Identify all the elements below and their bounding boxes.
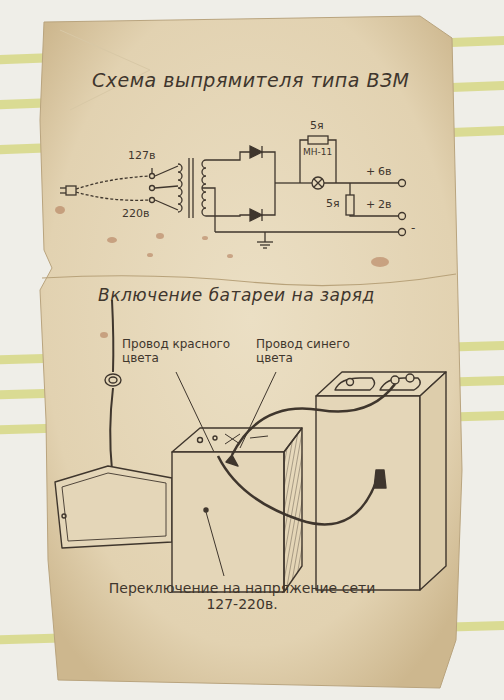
battery-terminal	[347, 379, 354, 386]
battery-terminal	[391, 376, 399, 384]
resistor	[308, 136, 328, 144]
switch-contact	[150, 198, 155, 203]
lamp-label: МН-11	[303, 147, 332, 157]
output-voltage: 2в	[378, 199, 391, 212]
battery	[420, 372, 446, 590]
battery-clip	[374, 470, 386, 488]
cell-cover	[335, 378, 375, 390]
transformer-core	[188, 158, 189, 218]
blue-wire	[232, 384, 395, 455]
resistor	[346, 195, 354, 215]
diode	[250, 209, 262, 221]
leader-line	[176, 372, 214, 452]
diagram-title: Схема выпрямителя типа ВЗМ	[92, 70, 410, 92]
terminal	[399, 213, 406, 220]
charging-illustration	[55, 300, 446, 592]
battery	[316, 396, 420, 590]
mains-cord	[76, 176, 150, 189]
resistor-value: 5я	[310, 120, 324, 133]
polarity-sign: -	[411, 222, 415, 236]
primary-winding	[178, 164, 182, 212]
switch-contact	[150, 186, 155, 191]
callout-label: Провод красного цвета	[122, 338, 234, 366]
cable-knot	[105, 374, 121, 386]
terminal	[399, 180, 406, 187]
polarity-sign: +	[366, 166, 375, 179]
battery-terminal	[406, 374, 414, 382]
lamp	[312, 177, 324, 189]
ground-symbol	[257, 232, 273, 248]
section-heading: Включение батареи на заряд	[98, 286, 375, 306]
paper-sheet	[40, 16, 462, 688]
leader-line	[240, 372, 276, 448]
battery-clip	[226, 455, 238, 466]
switch-contact	[150, 174, 155, 179]
paper-crease	[42, 274, 456, 286]
rectifier-schematic	[60, 136, 406, 248]
mains-cord	[76, 192, 150, 200]
diode	[250, 146, 262, 158]
resistor-value: 5я	[326, 198, 340, 211]
caption-callout: Переключение на напряжение сети 127-220в…	[92, 580, 392, 612]
plug	[66, 186, 76, 195]
voltage-label: 220в	[122, 208, 149, 221]
red-wire	[218, 456, 380, 524]
open-lid	[55, 466, 172, 548]
voltage-label: 127в	[128, 150, 155, 163]
leader-line	[206, 512, 224, 576]
callout-label: Провод синего цвета	[256, 338, 356, 366]
transformer-core	[192, 158, 193, 218]
rectifier-housing	[284, 428, 302, 592]
output-voltage: 6в	[378, 166, 391, 179]
terminal	[399, 229, 406, 236]
mains-cable	[112, 300, 113, 372]
polarity-sign: +	[366, 199, 375, 212]
